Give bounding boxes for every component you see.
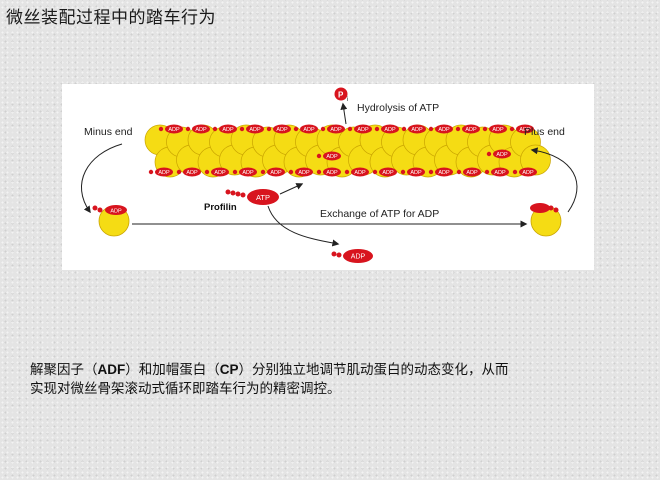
nucleotide-tag: ADP [204, 167, 229, 177]
nucleotide-tags: ADP ADP ADP ADP ADP ADP ADP ADP ADP ADP ADP ADP ADP A… [148, 124, 537, 177]
nucleotide-tag: ADP [148, 167, 173, 177]
caption-segment: 解聚因子（ [30, 362, 98, 378]
profilin-atp-complex: ATP Profilin [204, 183, 304, 213]
nucleotide-tag-label: ADP [466, 170, 478, 176]
nucleotide-tag: ADP [400, 167, 425, 177]
nucleotide-tag: ADP [401, 124, 426, 134]
nucleotide-tag-label: ADP [298, 170, 310, 176]
pi-symbol: P [338, 91, 344, 100]
hydrolysis-label: Hydrolysis of ATP [357, 102, 439, 114]
nucleotide-tag: ADP [428, 124, 453, 134]
nucleotide-tag-label: ADP [438, 170, 450, 176]
nucleotide-tag-label: ADP [492, 127, 504, 133]
nucleotide-tag-label: ADP [158, 170, 170, 176]
nucleotide-tag-label: ADP [270, 170, 282, 176]
released-adp-tag: ADP [351, 254, 366, 261]
nucleotide-tag: ADP [455, 124, 480, 134]
nucleotide-tag-label: ADP [519, 127, 531, 133]
nucleotide-tag-label: ADP [303, 127, 315, 133]
adp-release-arrow [267, 205, 340, 247]
free-atp-monomer [530, 203, 562, 237]
nucleotide-tag-label: ADP [326, 170, 338, 176]
plus-end-label: Plus end [524, 126, 565, 138]
nucleotide-tag-label: ADP [382, 170, 394, 176]
free-monomer-tag: ADP [110, 209, 122, 215]
nucleotide-tag: ADP [320, 124, 345, 134]
nucleotide-tag: ADP [509, 124, 534, 134]
nucleotide-tag: ADP [260, 167, 285, 177]
nucleotide-tag: ADP [428, 167, 453, 177]
nucleotide-tag: ADP [482, 124, 507, 134]
plus-end-addition-arrow [530, 147, 578, 213]
free-adp-monomer: ADP [92, 205, 130, 237]
slide-title: 微丝装配过程中的踏车行为 [6, 8, 216, 28]
nucleotide-tag-label: ADP [357, 127, 369, 133]
nucleotide-tag-label: ADP [242, 170, 254, 176]
phosphate-dot [334, 87, 348, 101]
nucleotide-tag: ADP [484, 167, 509, 177]
caption-line-2: 实现对微丝骨架滚动式循环即踏车行为的精密调控。 [30, 381, 341, 397]
nucleotide-tag: ADP [374, 124, 399, 134]
nucleotide-tag: ADP [212, 124, 237, 134]
nucleotide-tag: ADP [344, 167, 369, 177]
nucleotide-tag-label: ADP [354, 170, 366, 176]
nucleotide-tag-label: ADP [494, 170, 506, 176]
nucleotide-tag: ADP [185, 124, 210, 134]
nucleotide-tag-label: ADP [384, 127, 396, 133]
nucleotide-tag-label: ADP [410, 170, 422, 176]
profilin-label: Profilin [204, 202, 237, 213]
nucleotide-tag: ADP [239, 124, 264, 134]
caption-segment: ）和加帽蛋白（ [125, 362, 220, 378]
nucleotide-tag-label: ADP [168, 127, 180, 133]
nucleotide-tag-label: ADP [330, 127, 342, 133]
pi-subscript: i [347, 97, 348, 103]
nucleotide-tag-label: ADP [496, 152, 508, 158]
nucleotide-tag: ADP [456, 167, 481, 177]
caption-text: 解聚因子（ADF）和加帽蛋白（CP）分别独立地调节肌动蛋白的动态变化，从而 实现… [30, 360, 630, 399]
nucleotide-tag: ADP [347, 124, 372, 134]
nucleotide-tag-label: ADP [326, 154, 338, 160]
nucleotide-tag-label: ADP [249, 127, 261, 133]
nucleotide-tag-label: ADP [411, 127, 423, 133]
nucleotide-tag-label: ADP [195, 127, 207, 133]
caption-cp: CP [219, 362, 239, 377]
nucleotide-tag: ADP [176, 167, 201, 177]
nucleotide-tag: ADP [232, 167, 257, 177]
treadmilling-diagram: ADP ADP ADP ADP ADP ADP ADP ADP ADP ADP ADP ADP ADP A… [62, 84, 594, 270]
exchange-label: Exchange of ATP for ADP [320, 208, 439, 220]
nucleotide-tag-label: ADP [522, 170, 534, 176]
nucleotide-tag-label: ADP [186, 170, 198, 176]
nucleotide-tag: ADP [158, 124, 183, 134]
diagram-canvas: ADP ADP ADP ADP ADP ADP ADP ADP ADP ADP ADP ADP ADP A… [81, 87, 578, 263]
nucleotide-tag: ADP [293, 124, 318, 134]
nucleotide-tag-label: ADP [438, 127, 450, 133]
profilin-atp-tag: ATP [256, 193, 270, 202]
pi-release-arrow [340, 102, 348, 125]
minus-end-label: Minus end [84, 126, 133, 138]
phosphate-release: P i Hydrolysis of ATP [334, 87, 439, 125]
nucleotide-tag: ADP [316, 167, 341, 177]
nucleotide-tag: ADP [512, 167, 537, 177]
nucleotide-tag: ADP [316, 151, 341, 161]
nucleotide-tag-label: ADP [222, 127, 234, 133]
caption-segment: ）分别独立地调节肌动蛋白的动态变化，从而 [238, 362, 509, 378]
nucleotide-tag: ADP [288, 167, 313, 177]
released-adp: ADP [331, 249, 373, 263]
nucleotide-tag-label: ADP [276, 127, 288, 133]
nucleotide-tag: ADP [486, 149, 511, 159]
profilin-arrow [279, 183, 304, 195]
caption-adf: ADF [97, 362, 126, 377]
nucleotide-tag-label: ADP [465, 127, 477, 133]
nucleotide-tag: ADP [372, 167, 397, 177]
nucleotide-tag: ADP [266, 124, 291, 134]
caption-line-1: 解聚因子（ADF）和加帽蛋白（CP）分别独立地调节肌动蛋白的动态变化，从而 [30, 360, 630, 380]
minus-end-release-arrow [81, 143, 123, 214]
nucleotide-tag-label: ADP [214, 170, 226, 176]
